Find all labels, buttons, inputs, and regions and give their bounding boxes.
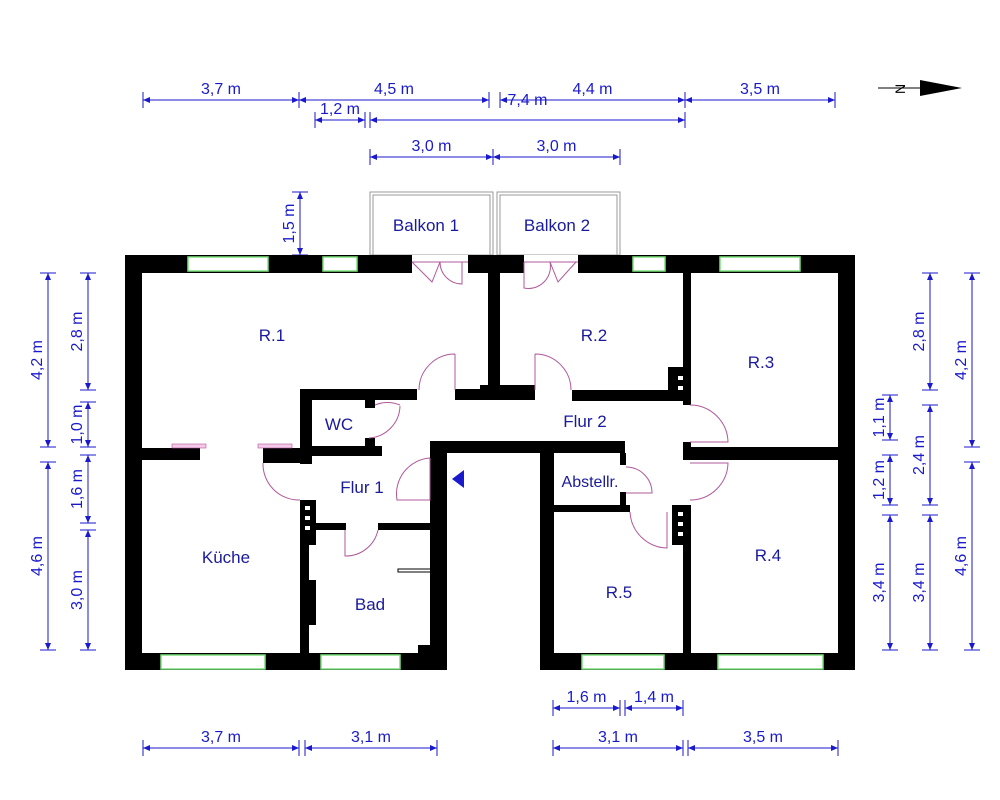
dimension-label: 1,5 m: [281, 203, 298, 243]
room-flur2: Flur 2: [563, 412, 606, 431]
dimension-arrow-icon: [85, 455, 91, 523]
dimension-horizontal: 3,7 m: [142, 729, 300, 756]
dimension-horizontal: 4,5 m: [298, 81, 490, 108]
dimension-lines: 3,7 m 4,5 m 4,4 m 3,5 m 1,2 m 7,4 m 3,0 m 3,0 m…: [29, 81, 980, 756]
dimension-label: 3,4 m: [911, 562, 928, 602]
dimension-vertical: 2,4 m: [911, 404, 938, 506]
dimension-horizontal: 3,0 m: [369, 138, 494, 165]
dimension-label: 1,0 m: [69, 404, 86, 444]
dimension-vertical: 4,2 m: [953, 272, 980, 448]
dimension-vertical: 4,2 m: [29, 272, 56, 448]
dimension-label: 3,1 m: [351, 729, 391, 746]
dimension-vertical: 4,6 m: [953, 461, 980, 651]
dimension-label: 4,2 m: [953, 340, 970, 380]
room-labels: R.1 R.2 R.3 R.4 R.5 WC Flur 1 Flur 2 Küc…: [202, 216, 781, 614]
dimension-horizontal: 1,2 m: [314, 101, 366, 128]
entrance-arrow-icon: [452, 470, 464, 488]
dimension-arrow-icon: [297, 192, 303, 255]
dimension-label: 4,6 m: [953, 536, 970, 576]
doors: [262, 255, 729, 557]
dimension-label: 3,7 m: [201, 729, 241, 746]
dimension-arrow-icon: [625, 705, 683, 711]
room-flur1: Flur 1: [340, 478, 383, 497]
room-wc: WC: [325, 415, 353, 434]
dimension-vertical: 2,8 m: [69, 272, 96, 391]
dimension-vertical: 3,4 m: [871, 514, 898, 651]
dimension-label: 3,4 m: [871, 562, 888, 602]
dimension-vertical: 3,0 m: [69, 529, 96, 651]
dimension-label: 1,1 m: [871, 397, 888, 437]
dimension-label: 7,4 m: [507, 92, 547, 109]
dimension-vertical: 1,2 m: [871, 454, 898, 506]
dimension-label: 2,8 m: [911, 311, 928, 351]
dimension-horizontal: 3,5 m: [684, 81, 836, 108]
dimension-vertical: 3,4 m: [911, 514, 938, 651]
dimension-horizontal: 3,1 m: [552, 729, 684, 756]
room-balkon2: Balkon 2: [524, 216, 590, 235]
dimension-horizontal: 4,4 m: [499, 81, 686, 108]
room-r4: R.4: [755, 546, 781, 565]
dimension-arrow-icon: [553, 705, 620, 711]
dimension-label: 3,1 m: [598, 729, 638, 746]
north-arrow-icon: N: [878, 80, 962, 96]
dimension-horizontal: 1,6 m: [552, 689, 621, 716]
room-r5: R.5: [606, 583, 632, 602]
dimension-label: 3,7 m: [201, 81, 241, 98]
walls: [125, 255, 855, 670]
room-kueche: Küche: [202, 548, 250, 567]
dimension-vertical: 2,8 m: [911, 272, 938, 391]
dimension-vertical: 1,5 m: [281, 191, 308, 256]
dimension-label: 3,0 m: [69, 570, 86, 610]
dimension-label: 1,6 m: [69, 469, 86, 509]
dimension-label: 3,0 m: [536, 138, 576, 155]
room-abstellraum: Abstellr.: [562, 474, 619, 491]
room-bad: Bad: [355, 595, 385, 614]
dimension-horizontal: 3,5 m: [687, 729, 839, 756]
dimension-label: 2,8 m: [69, 311, 86, 351]
dimension-vertical: 1,1 m: [871, 394, 898, 441]
dimension-label: 4,4 m: [572, 81, 612, 98]
dimension-label: 3,5 m: [740, 81, 780, 98]
dimension-label: 1,4 m: [634, 689, 674, 706]
dimension-label: 4,6 m: [29, 536, 46, 576]
dimension-horizontal: 7,4 m: [369, 92, 686, 128]
dimension-horizontal: 3,1 m: [304, 729, 438, 756]
dimension-horizontal: 3,0 m: [492, 138, 621, 165]
dimension-horizontal: 1,4 m: [624, 689, 684, 716]
dimension-label: 4,5 m: [374, 81, 414, 98]
windows: [160, 256, 824, 670]
room-r1: R.1: [259, 326, 285, 345]
dimension-vertical: 1,6 m: [69, 454, 96, 524]
dimension-vertical: 1,0 m: [69, 401, 96, 448]
dimension-horizontal: 3,7 m: [142, 81, 300, 108]
dimension-label: 2,4 m: [911, 435, 928, 475]
north-label: N: [892, 84, 908, 94]
dimension-label: 1,6 m: [566, 689, 606, 706]
room-balkon1: Balkon 1: [393, 216, 459, 235]
room-r2: R.2: [581, 326, 607, 345]
dimension-label: 3,0 m: [411, 138, 451, 155]
dimension-label: 1,2 m: [320, 101, 360, 118]
dimension-label: 1,2 m: [871, 460, 888, 500]
dimension-vertical: 4,6 m: [29, 461, 56, 651]
room-r3: R.3: [748, 353, 774, 372]
dimension-label: 4,2 m: [29, 340, 46, 380]
dimension-label: 3,5 m: [743, 729, 783, 746]
